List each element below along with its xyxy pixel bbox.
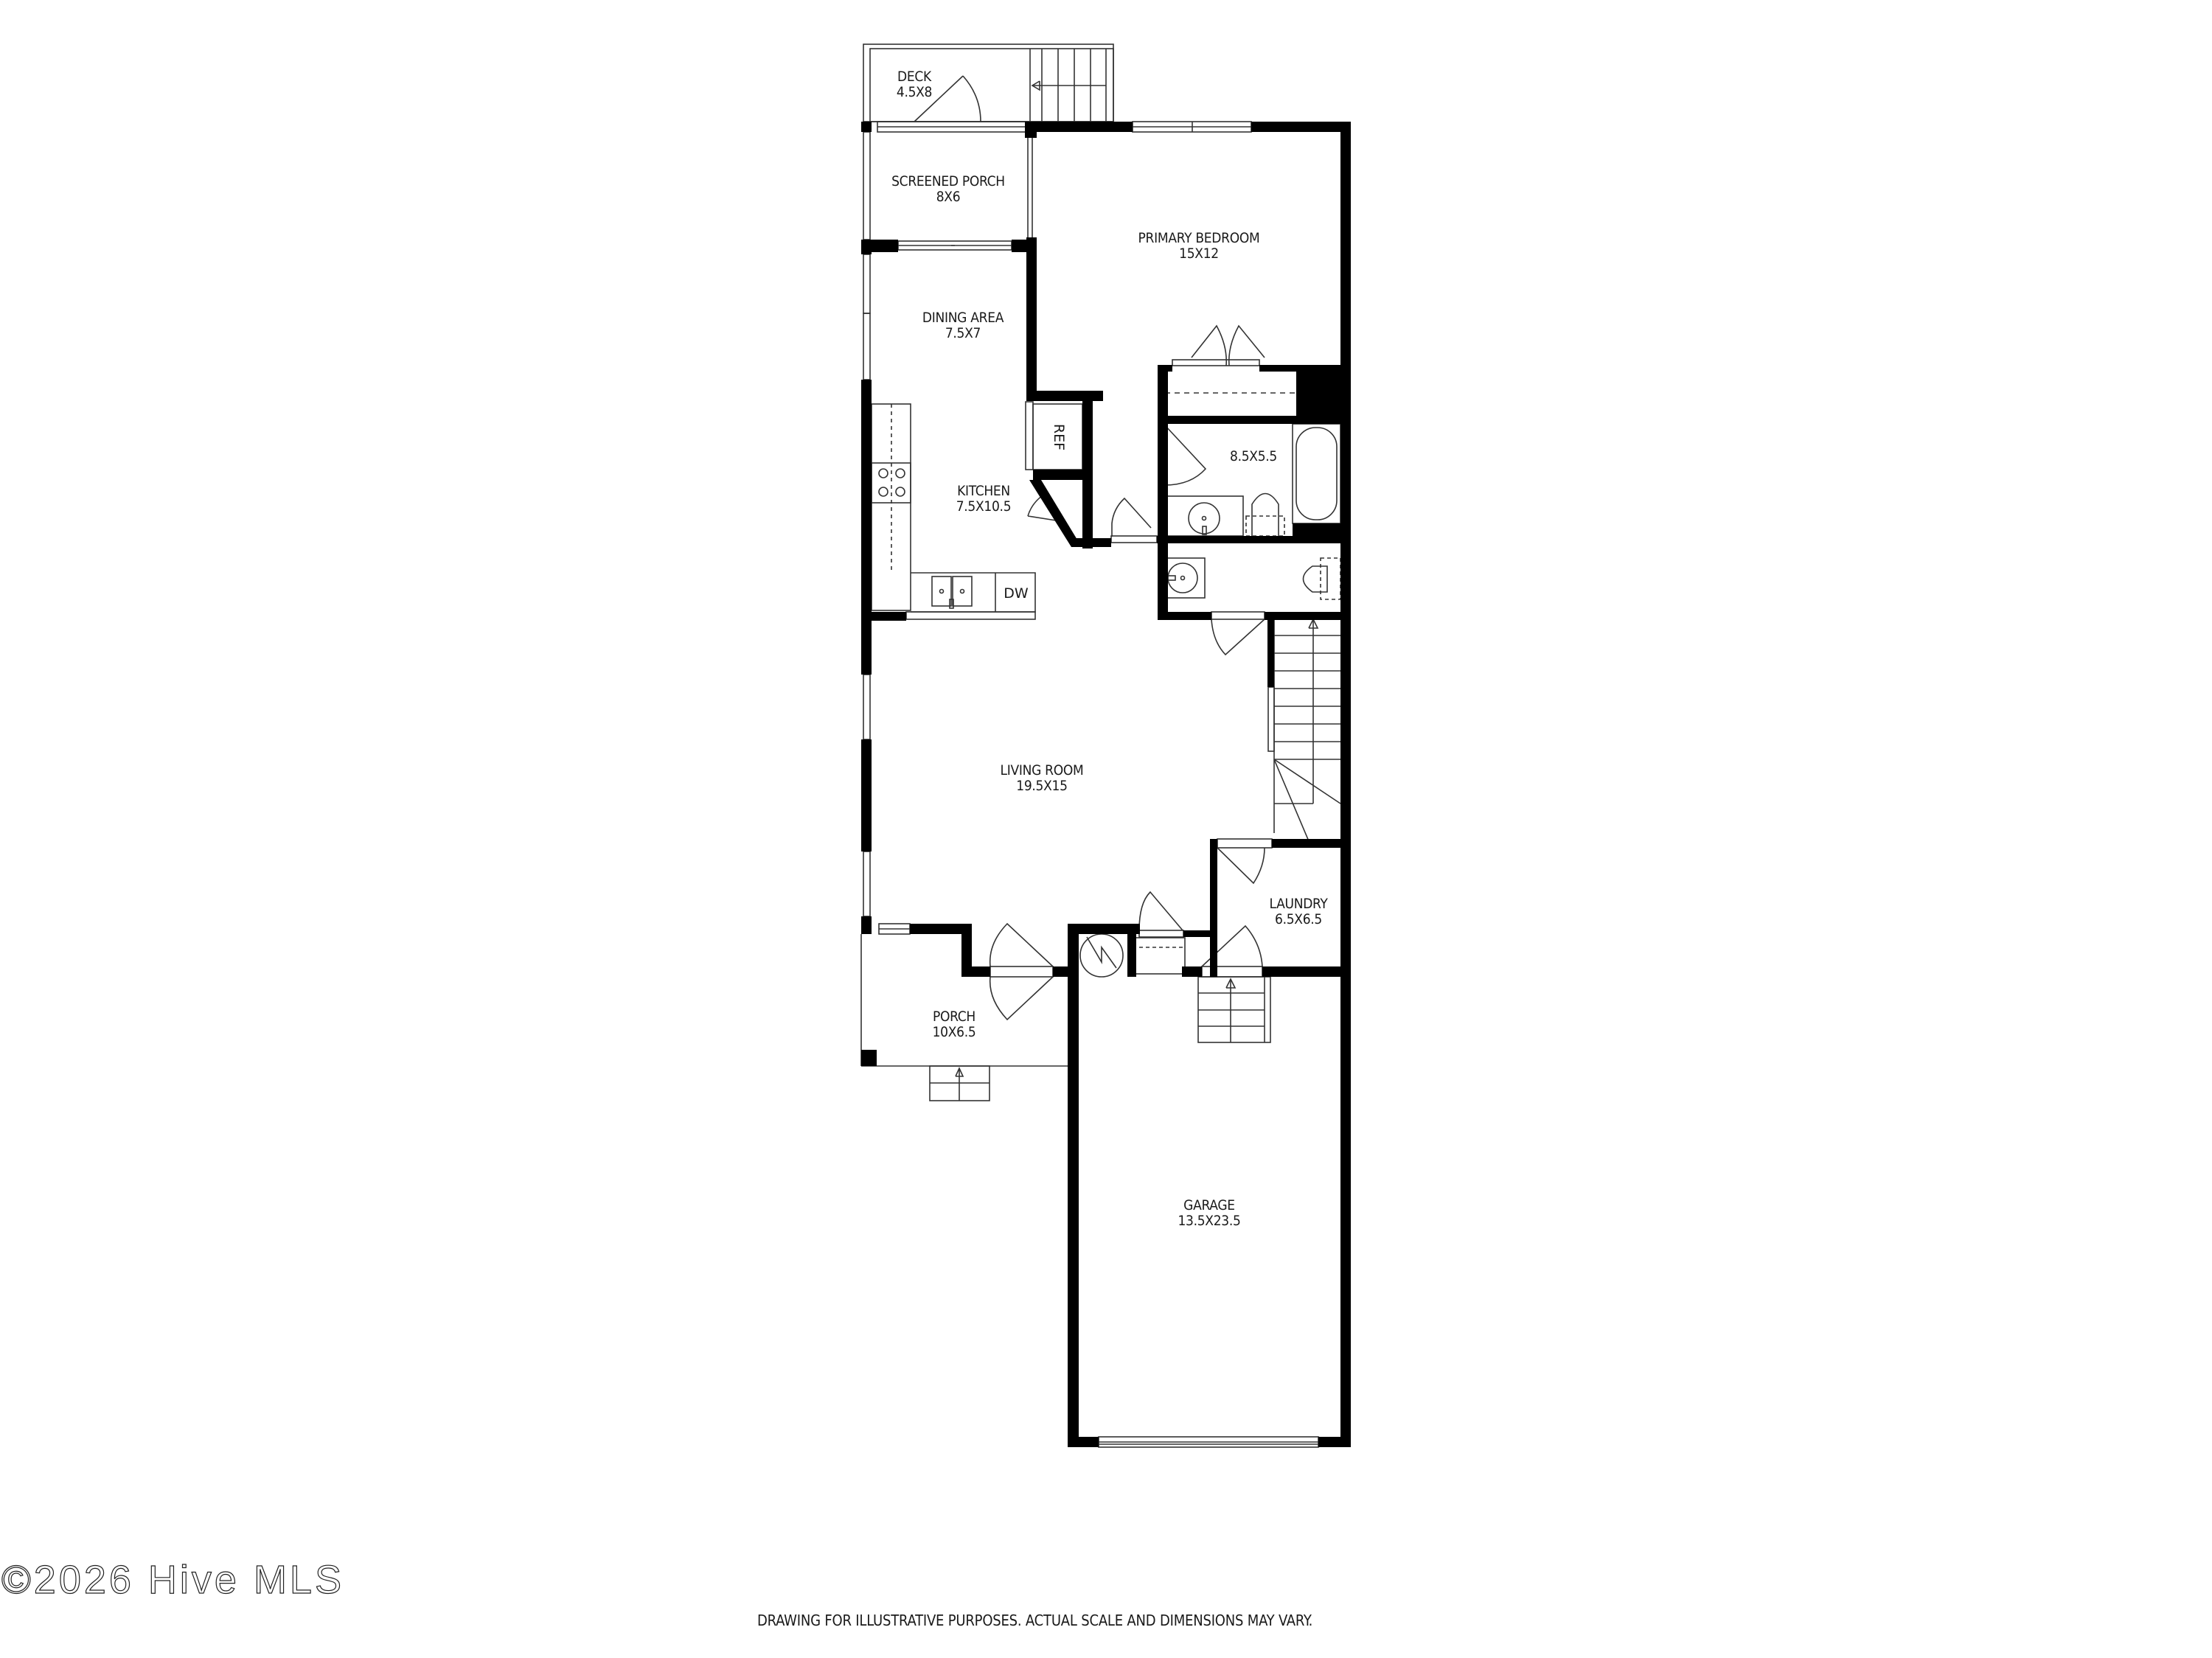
room-label-dining-area: DINING AREA 7.5X7 (922, 310, 1004, 341)
room-label-deck: DECK 4.5X8 (896, 69, 933, 100)
room-label-porch: PORCH 10X6.5 (933, 1009, 976, 1040)
room-label-garage: GARAGE 13.5X23.5 (1178, 1198, 1240, 1229)
room-name: PRIMARY BEDROOM (1138, 230, 1260, 246)
room-dimension: 4.5X8 (896, 84, 933, 100)
room-name: DECK (897, 69, 931, 85)
room-name: SCREENED PORCH (891, 173, 1005, 189)
refrigerator-label: REF (1051, 423, 1067, 451)
room-label-kitchen: KITCHEN 7.5X10.5 (956, 484, 1012, 515)
room-label-primary-bedroom: PRIMARY BEDROOM 15X12 (1138, 231, 1260, 262)
room-dimension: 19.5X15 (1016, 778, 1068, 794)
room-label-living-room: LIVING ROOM 19.5X15 (1001, 763, 1084, 794)
room-dimension: 8X6 (936, 189, 961, 205)
room-dimension: 7.5X10.5 (956, 498, 1012, 515)
room-name: PORCH (932, 1009, 975, 1025)
room-dimension: 7.5X7 (945, 325, 981, 341)
room-label-laundry: LAUNDRY 6.5X6.5 (1269, 896, 1327, 927)
watermark: ©2026 Hive MLS (1, 1557, 344, 1602)
room-label-bathroom: 8.5X5.5 (1230, 449, 1277, 464)
room-dimension: 8.5X5.5 (1230, 448, 1277, 464)
room-name: DINING AREA (922, 310, 1004, 326)
room-name: GARAGE (1183, 1197, 1235, 1213)
room-name: LIVING ROOM (1000, 762, 1084, 779)
room-name: KITCHEN (957, 483, 1010, 499)
room-dimension: 13.5X23.5 (1178, 1213, 1241, 1229)
disclaimer-text: DRAWING FOR ILLUSTRATIVE PURPOSES. ACTUA… (757, 1612, 1313, 1629)
room-dimension: 15X12 (1179, 245, 1219, 262)
room-dimension: 10X6.5 (932, 1024, 976, 1040)
room-name: LAUNDRY (1269, 896, 1328, 912)
room-dimension: 6.5X6.5 (1275, 911, 1322, 927)
room-label-screened-porch: SCREENED PORCH 8X6 (891, 174, 1005, 205)
dishwasher-label: DW (1004, 585, 1029, 602)
